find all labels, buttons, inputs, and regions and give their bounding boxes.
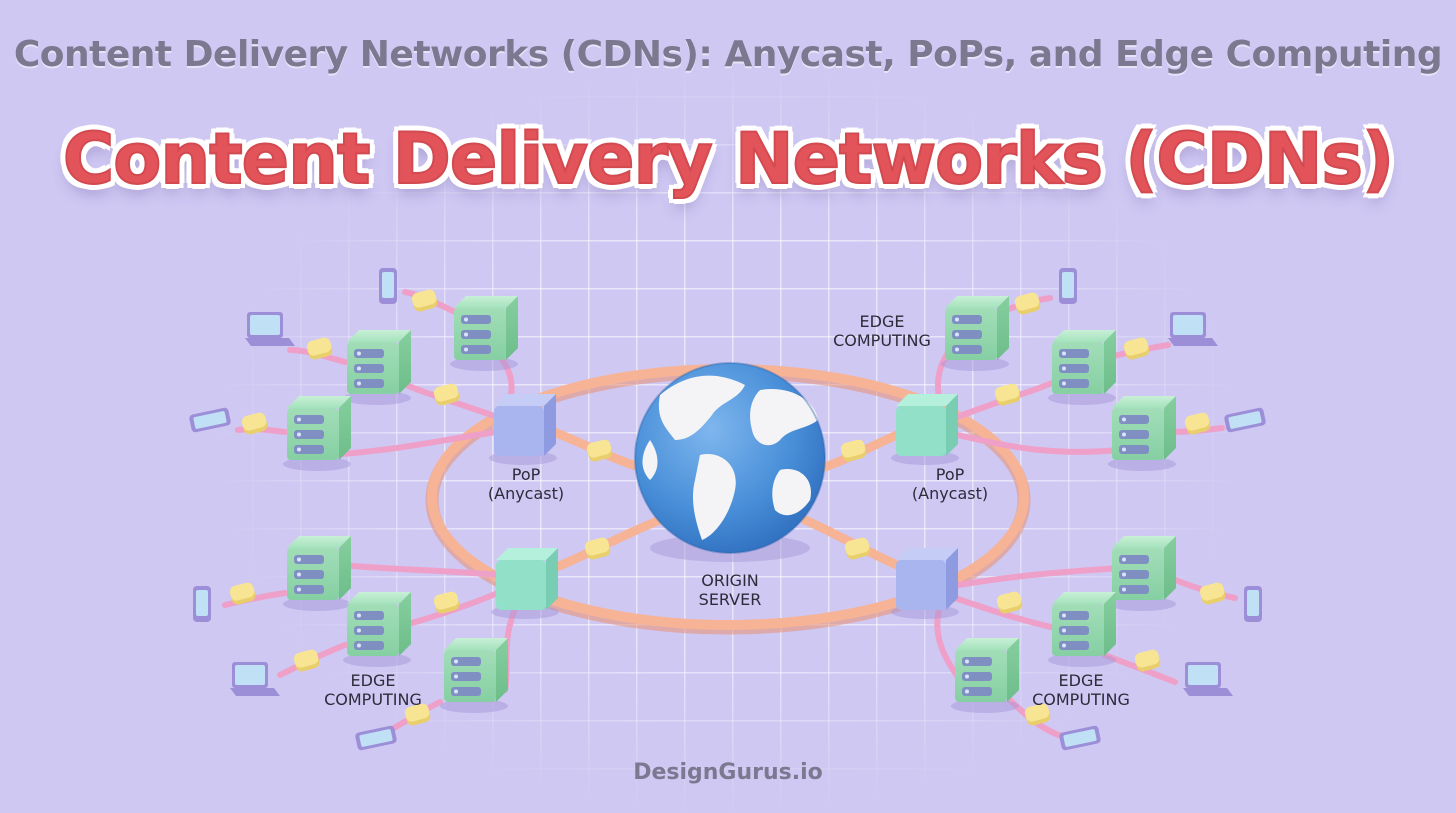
data-packet-icon	[840, 439, 867, 462]
laptop-icon	[245, 312, 295, 346]
edge-bottom-right-line2: COMPUTING	[1032, 690, 1130, 709]
data-packet-icon	[1024, 703, 1051, 726]
server-rack-icon	[283, 396, 351, 471]
server-rack-icon	[1108, 536, 1176, 611]
edge-bottom-left-label: EDGE COMPUTING	[303, 671, 443, 709]
data-packet-icon	[411, 289, 438, 312]
origin-label-line1: ORIGIN	[701, 571, 759, 590]
server-rack-icon	[343, 592, 411, 667]
laptop-icon	[230, 662, 280, 696]
pop-cube-icon	[489, 394, 557, 465]
edge-top-right-line1: EDGE	[859, 312, 905, 331]
data-packet-icon	[229, 582, 256, 605]
data-packet-icon	[844, 537, 871, 560]
edge-bottom-right-line1: EDGE	[1058, 671, 1104, 690]
data-packet-icon	[433, 383, 460, 406]
pop-right-label-line2: (Anycast)	[911, 484, 989, 503]
tablet-icon	[189, 407, 231, 433]
globe-icon	[634, 362, 826, 562]
laptop-icon	[1183, 662, 1233, 696]
page-subtitle: Content Delivery Networks (CDNs): Anycas…	[13, 34, 1443, 75]
edge-bottom-right-label: EDGE COMPUTING	[1011, 671, 1151, 709]
data-packet-icon	[584, 537, 611, 560]
tablet-icon	[1059, 725, 1101, 751]
pop-left-label: PoP (Anycast)	[466, 465, 586, 503]
pop-left-label-line2: (Anycast)	[487, 484, 565, 503]
data-packet-icon	[1123, 337, 1150, 360]
data-packet-icon	[293, 649, 320, 672]
data-packet-icon	[1134, 649, 1161, 672]
pop-right-label-line1: PoP	[935, 465, 965, 484]
server-rack-icon	[941, 296, 1009, 371]
phone-icon	[193, 586, 211, 622]
edge-top-right-line2: COMPUTING	[833, 331, 931, 350]
edge-top-right-label: EDGE COMPUTING	[812, 312, 952, 350]
pop-cube-icon	[891, 394, 959, 465]
data-packet-icon	[994, 383, 1021, 406]
server-rack-icon	[450, 296, 518, 371]
pop-left-label-line1: PoP	[511, 465, 541, 484]
data-packet-icon	[433, 591, 460, 614]
server-rack-icon	[1108, 396, 1176, 471]
data-packet-icon	[404, 703, 431, 726]
data-packet-icon	[996, 591, 1023, 614]
laptop-icon	[1168, 312, 1218, 346]
pop-cube-icon	[891, 548, 959, 619]
server-rack-icon	[1048, 330, 1116, 405]
edge-bottom-left-line2: COMPUTING	[324, 690, 422, 709]
data-packet-icon	[306, 337, 333, 360]
data-packet-icon	[241, 412, 268, 435]
origin-server-label: ORIGIN SERVER	[672, 571, 788, 609]
server-rack-icon	[951, 638, 1019, 713]
server-rack-icon	[283, 536, 351, 611]
phone-icon	[379, 268, 397, 304]
data-packet-icon	[586, 439, 613, 462]
data-packet-icon	[1014, 292, 1041, 315]
page-title: Content Delivery Networks (CDNs)	[62, 117, 1395, 201]
server-rack-icon	[440, 638, 508, 713]
server-rack-icon	[343, 330, 411, 405]
data-packet-icon	[1184, 412, 1211, 435]
tablet-icon	[355, 725, 397, 751]
tablet-icon	[1224, 407, 1266, 433]
phone-icon	[1059, 268, 1077, 304]
server-rack-icon	[1048, 592, 1116, 667]
edge-bottom-left-line1: EDGE	[350, 671, 396, 690]
brand-footer: DesignGurus.io	[633, 760, 823, 785]
pop-cube-icon	[491, 548, 559, 619]
origin-label-line2: SERVER	[698, 590, 762, 609]
data-packet-icon	[1199, 582, 1226, 605]
pop-right-label: PoP (Anycast)	[890, 465, 1010, 503]
phone-icon	[1244, 586, 1262, 622]
